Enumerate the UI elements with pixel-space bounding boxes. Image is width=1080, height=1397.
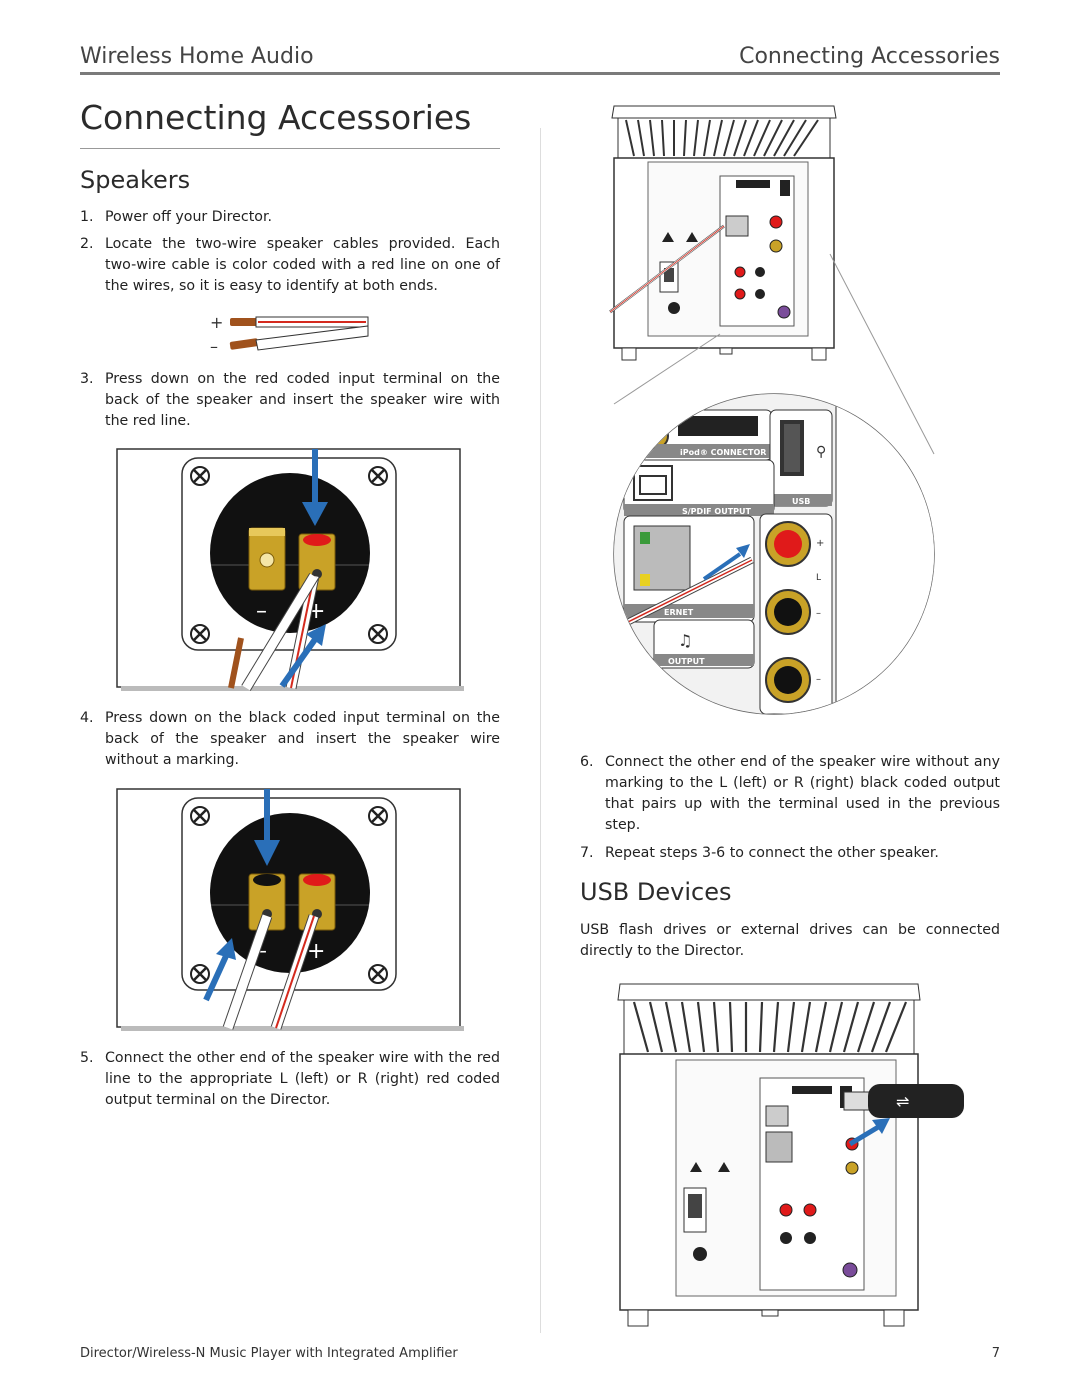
output-label: OUTPUT (668, 657, 705, 666)
screw-icon (190, 806, 210, 826)
screw-icon (190, 624, 210, 644)
director-back-panel-zoom: iPod® CONNECTOR ⚲ USB S/PDIF OUTPUT ERNE… (609, 105, 935, 715)
usb-drive-icon: ⇌ (896, 1092, 909, 1111)
arrow-down-icon (302, 502, 328, 526)
plus-label: + (816, 538, 824, 549)
step-5: 5. Connect the other end of the speaker … (80, 1050, 500, 1108)
headphone-icon: ♫ (678, 631, 692, 650)
arrow-icon (736, 544, 750, 558)
screw-icon (190, 466, 210, 486)
wire-minus-label: – (210, 337, 218, 354)
running-header-section: Connecting Accessories (739, 44, 1000, 69)
spdif-label: S/PDIF OUTPUT (682, 507, 752, 516)
step-7: 7. Repeat steps 3-6 to connect the other… (580, 845, 939, 861)
wire-plus-label: + (210, 313, 223, 332)
footer-product-name: Director/Wireless-N Music Player with In… (80, 1346, 458, 1361)
arrow-icon (872, 1118, 890, 1134)
screw-icon (368, 964, 388, 984)
screw-icon (368, 624, 388, 644)
terminal-minus-label: – (256, 939, 267, 964)
page-title: Connecting Accessories (80, 98, 472, 137)
left-channel-label: L (816, 573, 821, 583)
terminal-plus-label: + (307, 939, 325, 964)
usb-devices-heading: USB Devices (580, 878, 732, 906)
speakers-heading: Speakers (80, 166, 191, 194)
minus-label: – (816, 608, 821, 619)
step-3: 3. Press down on the red coded input ter… (80, 371, 500, 429)
ethernet-label: ERNET (664, 608, 694, 617)
page-number: 7 (991, 1346, 1000, 1361)
title-divider (80, 148, 500, 149)
screw-icon (190, 964, 210, 984)
terminal-minus-label: – (256, 599, 267, 624)
minus-label-2: – (816, 674, 821, 685)
director-usb-illustration: ⇌ (617, 983, 964, 1327)
screw-icon (368, 806, 388, 826)
arrow-down-icon (254, 840, 280, 866)
step-6: 6. Connect the other end of the speaker … (580, 754, 1000, 833)
arrow-up-icon (216, 938, 236, 960)
step-4: 4. Press down on the black coded input t… (80, 710, 500, 768)
step-2: 2. Locate the two-wire speaker cables pr… (80, 236, 500, 294)
header-divider (80, 72, 1000, 75)
ipod-connector-label: iPod® CONNECTOR (680, 448, 766, 457)
screw-icon (368, 466, 388, 486)
terminal-diagram-black: – + (116, 788, 464, 1031)
usb-icon: ⚲ (816, 444, 826, 460)
terminal-diagram-red: – + (116, 448, 464, 691)
usb-paragraph: USB flash drives or external drives can … (580, 922, 1000, 959)
column-divider (540, 128, 541, 1333)
arrow-up-icon (306, 624, 326, 646)
speaker-wire-illustration: + – (210, 313, 369, 354)
usb-label: USB (792, 497, 810, 506)
running-header-title: Wireless Home Audio (80, 44, 314, 69)
step-1: 1. Power off your Director. (80, 209, 272, 225)
